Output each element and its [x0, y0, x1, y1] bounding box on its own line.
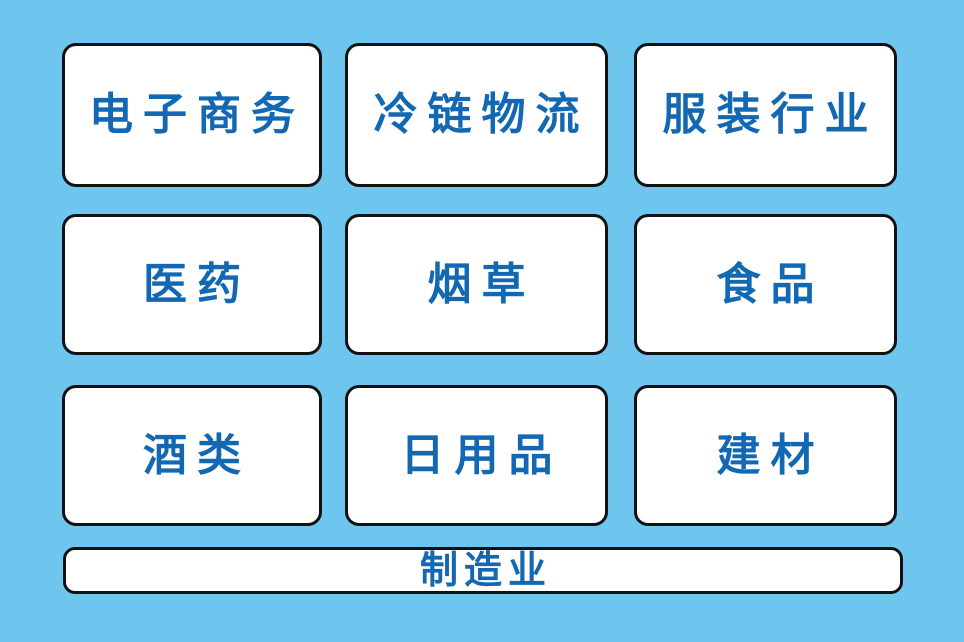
category-label: 烟草: [427, 259, 536, 309]
category-card-daily-necessities[interactable]: 日用品: [345, 385, 608, 526]
category-label: 制造业: [419, 549, 552, 592]
category-label: 医药: [143, 259, 251, 309]
category-label: 日用品: [400, 430, 563, 480]
category-label: 酒类: [143, 430, 251, 480]
category-card-manufacturing[interactable]: 制造业: [63, 547, 903, 594]
category-label: 冷链物流: [373, 90, 590, 139]
category-card-building-materials[interactable]: 建材: [634, 385, 897, 526]
category-card-tobacco[interactable]: 烟草: [345, 214, 608, 355]
category-card-ecommerce[interactable]: 电子商务: [62, 43, 322, 187]
category-card-liquor[interactable]: 酒类: [62, 385, 322, 526]
category-card-cold-chain-logistics[interactable]: 冷链物流: [345, 43, 608, 187]
category-card-pharmaceuticals[interactable]: 医药: [62, 214, 322, 355]
category-card-apparel-industry[interactable]: 服装行业: [634, 43, 897, 187]
category-label: 服装行业: [662, 90, 879, 139]
category-label: 建材: [716, 430, 825, 480]
category-label: 食品: [716, 259, 825, 309]
category-label: 电子商务: [89, 90, 305, 139]
category-card-food[interactable]: 食品: [634, 214, 897, 355]
